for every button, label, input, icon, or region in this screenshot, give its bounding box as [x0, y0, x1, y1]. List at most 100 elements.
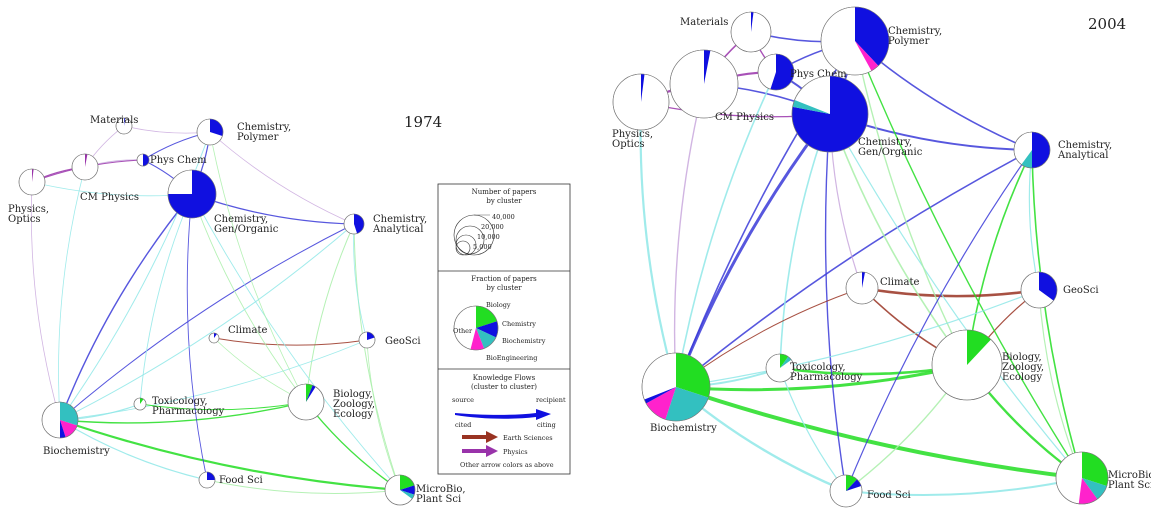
p2004-edge-chemanal-geosci: [1028, 149, 1040, 291]
p2004-label-biochem: Biochemistry: [650, 423, 717, 434]
p1974-edge-physics-biochem: [30, 181, 61, 421]
p1974-edge-chemanal-microbio: [353, 223, 401, 491]
p1974-label-biology-line: Ecology: [333, 409, 374, 420]
p2004-node-toxic: [765, 353, 795, 383]
p2004-edge-chempoly-microbio: [854, 40, 1083, 479]
p1974-label-biology-line: Biology,: [333, 389, 373, 400]
p2004-node-geosci: [1020, 271, 1058, 309]
p1974-edge-toxic-biology: [139, 401, 307, 411]
p1974-label-physchem: Phys Chem: [150, 155, 207, 166]
p1974-label-foodsci: Food Sci: [219, 475, 263, 486]
legend-size-20000: 20,000: [481, 223, 504, 231]
legend-flow-title-1: Knowledge Flows: [473, 374, 536, 382]
p2004-label-toxic: Toxicology,Pharmacology: [790, 362, 863, 383]
p1974-label-chemgen: Chemistry,Gen/Organic: [214, 214, 279, 235]
p1974-edge-chemgen-toxic: [139, 193, 193, 405]
edges-1974: [30, 125, 401, 495]
p2004-node-biochem: [641, 352, 711, 422]
p1974-label-geosci: GeoSci: [385, 336, 421, 347]
p2004-label-chemgen-line: Chemistry,: [858, 137, 912, 148]
p2004-label-biology-line: Zoology,: [1002, 362, 1044, 373]
p2004-label-biology-line: Ecology: [1002, 372, 1043, 383]
p1974-node-toxic: [133, 397, 147, 411]
p2004-label-foodsci-line: Food Sci: [867, 490, 911, 501]
legend-fraction-title-1: Fraction of papers: [471, 275, 537, 283]
p2004-label-physics: Physics,Optics: [612, 129, 653, 150]
legend-fraction-title-2: by cluster: [486, 284, 522, 292]
p2004-edge-physics-biochem: [639, 101, 678, 388]
p2004-edge-climate-geosci: [861, 286, 1040, 298]
p1974-edge-chemgen-biochem: [59, 193, 193, 421]
p2004-label-chemanal-line: Analytical: [1057, 150, 1108, 161]
p1974-label-chempoly-line: Chemistry,: [237, 122, 291, 133]
p2004-edge-cmphys-biochem: [673, 83, 705, 388]
legend-fraction-chemistry: Chemistry: [502, 320, 536, 328]
p1974-label-biology-line: Zoology,: [333, 399, 375, 410]
legend-size-40000: 40,000: [492, 213, 515, 221]
legend-flow-title-2: (cluster to cluster): [471, 383, 537, 391]
legend-size-title-1: Number of papers: [472, 188, 537, 196]
p2004-edge-chemgen-foodsci: [824, 113, 847, 492]
p2004-edge-chemanal-foodsci: [845, 149, 1033, 492]
p1974-edge-chemgen-microbio: [191, 193, 401, 491]
p2004-label-toxic-line: Toxicology,: [790, 362, 846, 373]
p1974-label-toxic-line: Pharmacology: [152, 406, 225, 417]
p2004-label-microbio-line: Plant Sci: [1108, 480, 1151, 491]
p1974-edge-chemgen-biology: [191, 193, 307, 403]
p1974-label-chempoly-line: Polymer: [237, 132, 279, 143]
legend-flow-earth: Earth Sciences: [503, 434, 553, 442]
p2004-label-geosci-line: GeoSci: [1063, 285, 1099, 296]
legend-fraction-biology: Biology: [486, 301, 511, 309]
p1974-label-chemgen-line: Gen/Organic: [214, 224, 279, 235]
p1974-node-foodsci: [198, 471, 216, 489]
legend-pie-slices: [453, 305, 499, 351]
p1974-label-cmphys-line: CM Physics: [80, 192, 139, 203]
legend-flow-arrow-earth: [462, 431, 498, 443]
p2004-edge-biochem-biology: [675, 363, 968, 392]
p2004-node-foodsci: [829, 474, 863, 508]
p2004-edge-chempoly-biology: [854, 40, 968, 366]
legend-flow-arrow-physics: [462, 445, 498, 457]
p1974-node-materials: [115, 117, 133, 135]
p2004-label-cmphys-line: CM Physics: [715, 112, 774, 123]
p2004-node-physics: [612, 73, 670, 131]
p1974-edge-biochem-microbio: [59, 418, 401, 492]
p1974-edge-cmphys-biochem: [58, 166, 86, 421]
p2004-edge-physchem-biochem: [675, 71, 777, 388]
p2004-node-microbio: [1055, 451, 1109, 505]
p2004-label-climate-line: Climate: [880, 277, 920, 288]
p1974-edge-chemgen-foodsci: [186, 193, 208, 481]
p2004-edge-chemanal-biochem: [675, 149, 1033, 388]
p1974-label-foodsci-line: Food Sci: [219, 475, 263, 486]
p1974-label-microbio-line: Plant Sci: [416, 494, 461, 505]
p1974-node-chempoly: [196, 118, 224, 146]
p2004-edge-chemgen-biochem: [674, 113, 832, 388]
p1974-label-biology: Biology,Zoology,Ecology: [333, 389, 375, 420]
legend-size-10000: 10,000: [477, 233, 500, 241]
legend-fraction-pie: [453, 305, 499, 351]
p1974-edge-geosci-microbio: [366, 339, 401, 491]
p2004-label-microbio-line: MicroBio,: [1108, 470, 1151, 481]
legend-size-5000: 5,000: [473, 243, 492, 251]
p2004-label-chempoly: Chemistry,Polymer: [888, 26, 942, 47]
p1974-label-geosci-line: GeoSci: [385, 336, 421, 347]
p2004-node-chempoly: [820, 6, 890, 76]
p2004-label-chempoly-line: Chemistry,: [888, 26, 942, 37]
p2004-node-chemgen: [791, 75, 869, 153]
p1974-label-physics-line: Optics: [8, 214, 41, 225]
legend-flow-citing: citing: [537, 421, 556, 429]
p1974-edge-chemanal-biology: [305, 223, 355, 403]
p2004-node-chemanal: [1013, 131, 1051, 169]
p2004-label-foodsci: Food Sci: [867, 490, 911, 501]
p1974-label-toxic-line: Toxicology,: [152, 396, 208, 407]
p2004-label-cmphys: CM Physics: [715, 112, 774, 123]
p1974-label-chemanal-line: Chemistry,: [373, 214, 427, 225]
legend-flow-recipient: recipient: [536, 396, 566, 404]
p1974-node-chemanal: [343, 213, 365, 235]
p2004-label-chemanal-line: Chemistry,: [1058, 140, 1112, 151]
p1974-node-cmphys: [71, 153, 99, 181]
p1974-edge-chempoly-biology: [209, 131, 307, 403]
p1974-edge-chemanal-geosci: [353, 223, 368, 341]
p1974-label-physics-line: Physics,: [8, 204, 49, 215]
